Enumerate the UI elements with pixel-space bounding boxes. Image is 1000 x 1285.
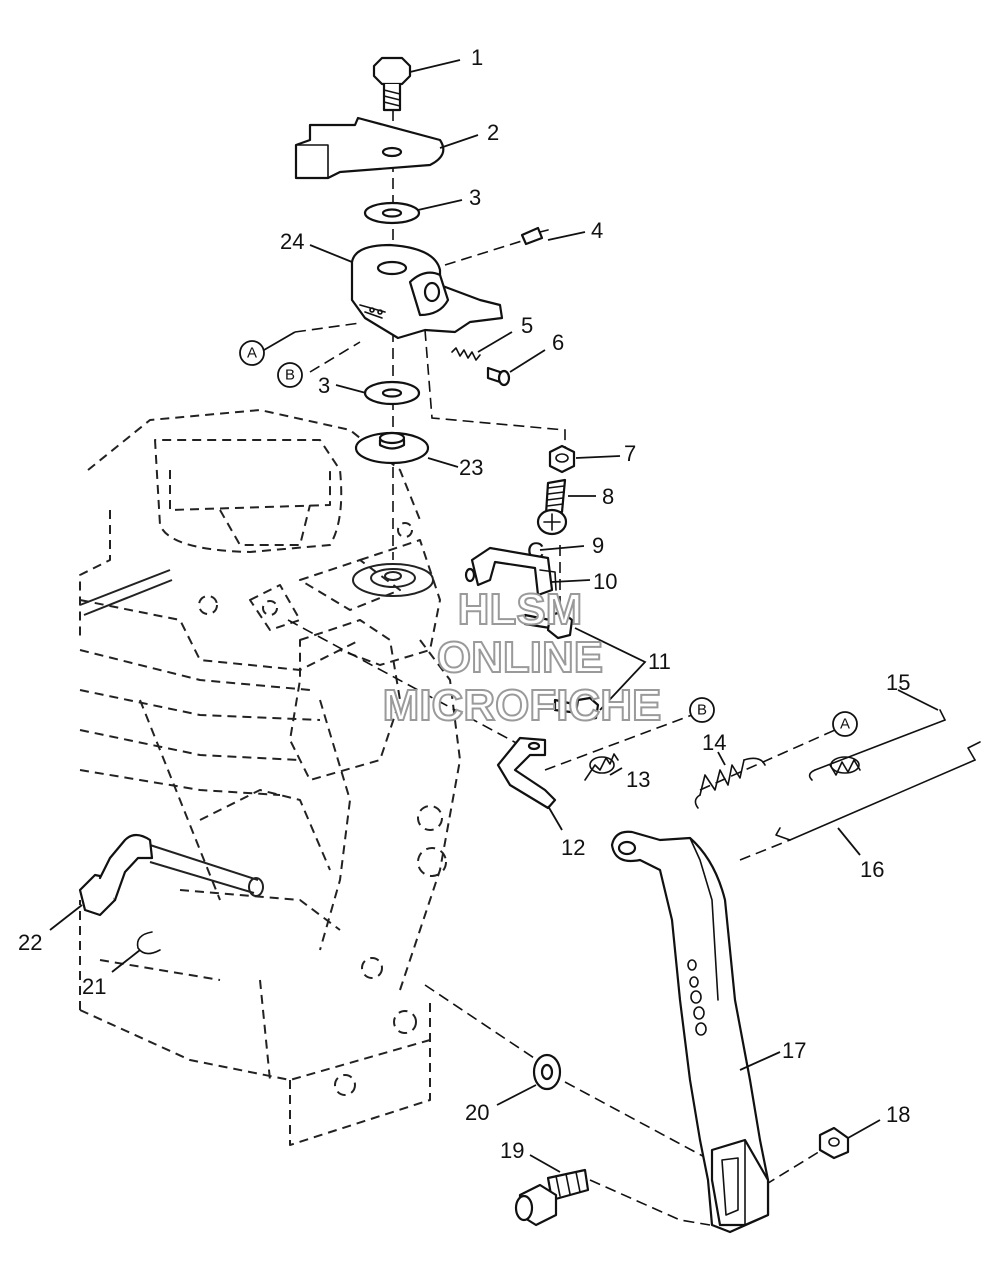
callout-3-bottom: 3 [318,373,330,398]
small-spring [451,347,481,361]
callout-9: 9 [592,533,604,558]
callout-18: 18 [886,1102,910,1127]
square-nut [818,1126,850,1160]
governor-link-rod [808,709,946,781]
callout-24: 24 [280,229,304,254]
throttle-link-rod [775,741,981,841]
callout-16: 16 [860,857,884,882]
svg-text:MICROFICHE: MICROFICHE [383,681,662,730]
washer-bottom [363,380,421,406]
spacer-washer [354,431,430,465]
control-lever-assembly [350,243,504,340]
ref-circle-b-left: B [277,362,303,388]
svg-text:A: A [840,716,850,733]
callout-1: 1 [471,45,483,70]
ref-circle-a-right: A [832,711,858,737]
callout-12: 12 [561,835,585,860]
screw-6 [486,366,511,387]
callout-2: 2 [487,120,499,145]
phillips-screw [536,478,568,536]
washer-top [363,201,421,225]
callout-19: 19 [500,1138,524,1163]
svg-text:B: B [697,702,707,719]
spring-13 [584,753,619,781]
callout-labels: 1 2 3 4 24 5 6 3 23 7 8 9 10 11 12 13 14… [18,45,910,1163]
leader-lines [49,59,939,1173]
hex-nut [548,444,576,474]
flange-bolt [514,1168,590,1227]
hex-bolt [372,56,412,112]
ref-circle-a-left: A [239,340,265,366]
callout-22: 22 [18,930,42,955]
svg-text:ONLINE: ONLINE [437,633,603,682]
governor-lever [610,830,770,1234]
callout-8: 8 [602,484,614,509]
bracket-screws [523,610,600,722]
governor-bracket [464,546,557,597]
flat-washer [532,1053,562,1091]
callout-23: 23 [459,455,483,480]
e-ring [136,931,161,955]
svg-text:A: A [247,345,257,362]
callout-11: 11 [648,649,671,674]
crank-arm [78,833,154,917]
callout-5: 5 [521,313,533,338]
ref-circle-b-right: B [689,697,715,723]
spring-bracket [496,736,557,810]
cover-plate [294,116,445,180]
spring-14 [694,757,766,809]
svg-text:B: B [285,367,295,384]
callout-14: 14 [702,730,726,755]
callout-13: 13 [626,767,650,792]
small-screw [520,226,549,246]
callout-20: 20 [465,1100,489,1125]
engine-outline [79,409,461,1146]
svg-text:HLSM: HLSM [458,585,583,634]
callout-21: 21 [82,974,106,999]
callout-15: 15 [886,670,910,695]
callout-3-top: 3 [469,185,481,210]
watermark: HLSM ONLINE MICROFICHE [382,584,663,731]
callout-17: 17 [782,1038,806,1063]
callout-10: 10 [593,569,617,594]
callout-7: 7 [624,441,636,466]
callout-4: 4 [591,218,603,243]
callout-6: 6 [552,330,564,355]
